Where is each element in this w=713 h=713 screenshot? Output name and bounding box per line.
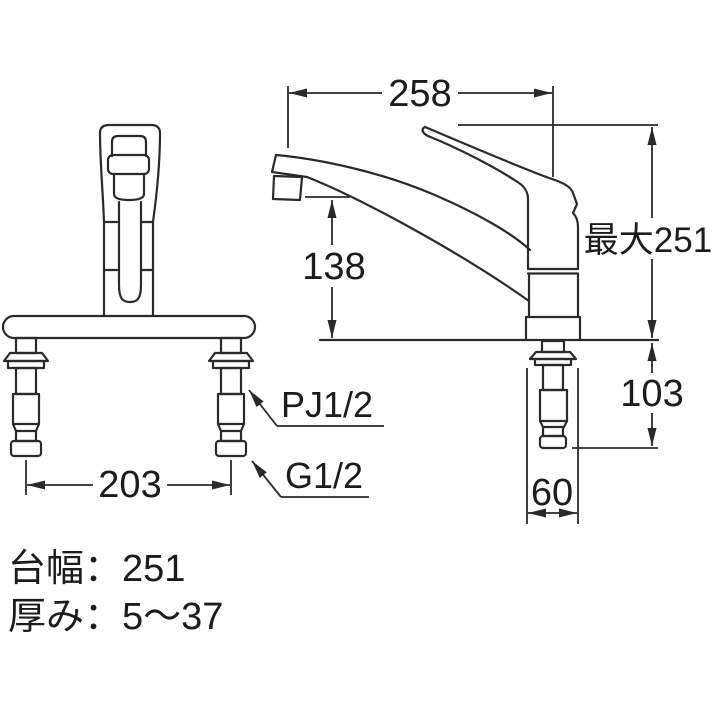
dim-mounting-pitch-value: 203	[98, 464, 161, 506]
side-handle-underside	[421, 125, 530, 270]
spout-underside	[305, 175, 531, 303]
notes: 台幅：251 厚み：5〜37	[8, 548, 223, 638]
front-spout-column	[117, 200, 143, 304]
side-pipe	[528, 339, 578, 450]
note-deck-thickness: 厚み：5〜37	[8, 596, 223, 638]
dim-max-height-value: 最大251	[584, 221, 712, 260]
front-body-joints	[102, 220, 155, 272]
dim-shank-length: 103	[572, 343, 684, 449]
side-handle-top	[423, 125, 580, 270]
front-handle-body	[98, 123, 162, 318]
spout-head	[270, 153, 309, 179]
label-upper-thread: PJ1/2	[248, 384, 384, 427]
upper-thread-label: PJ1/2	[281, 384, 373, 425]
front-pipe-left	[2, 336, 50, 458]
front-handle-neck	[112, 172, 146, 202]
label-lower-thread: G1/2	[251, 455, 369, 498]
dim-outlet-height: 138	[301, 196, 367, 338]
front-pipe-right	[207, 336, 255, 458]
dim-spout-reach-value: 258	[388, 73, 451, 115]
dim-base-depth: 60	[526, 368, 579, 524]
front-view	[1, 123, 257, 458]
side-body-base	[524, 315, 582, 342]
dim-outlet-height-value: 138	[302, 246, 365, 288]
note-base-width: 台幅：251	[8, 548, 185, 590]
spout-top-edge	[274, 153, 532, 252]
front-handle-inner	[110, 134, 148, 158]
side-body-column	[527, 272, 580, 319]
spout-outlet	[271, 174, 304, 202]
lower-thread-label: G1/2	[285, 455, 363, 496]
dim-shank-length-value: 103	[620, 373, 683, 415]
dim-max-height: 最大251	[458, 124, 713, 338]
side-view	[270, 125, 660, 450]
dim-base-depth-value: 60	[531, 472, 573, 514]
deck-plate	[1, 314, 257, 340]
side-body-joint	[526, 267, 580, 275]
dim-spout-reach: 258	[287, 72, 554, 177]
front-handle-cap	[106, 153, 151, 176]
dim-mounting-pitch: 203	[25, 460, 232, 506]
